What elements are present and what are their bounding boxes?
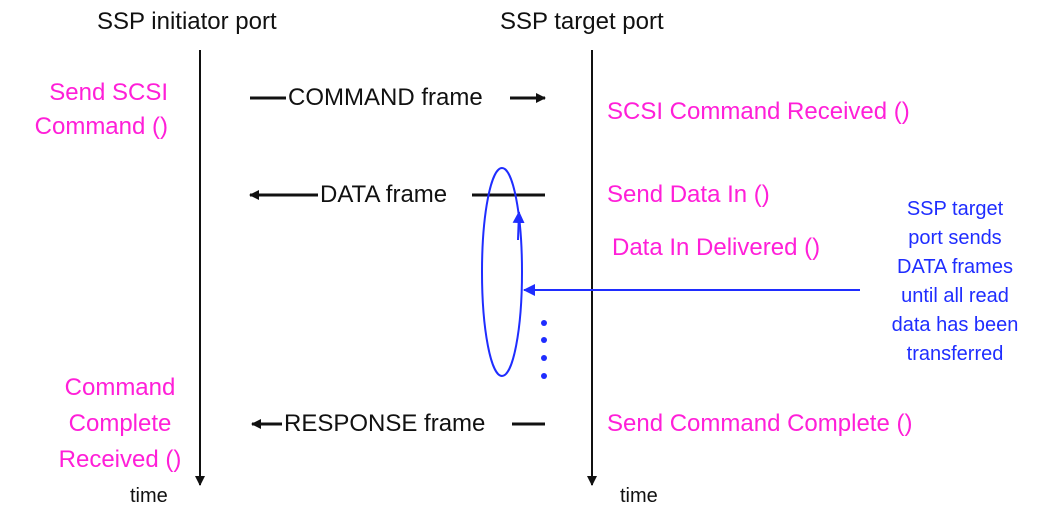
data-in-delivered-label: Data In Delivered () xyxy=(612,234,821,261)
command-frame-label: COMMAND frame xyxy=(286,84,485,111)
target-port-header: SSP target port xyxy=(500,8,664,35)
continuation-dot xyxy=(541,373,547,379)
send-command-complete-label: Send Command Complete () xyxy=(607,410,913,437)
initiator-time-label: time xyxy=(130,485,168,507)
initiator-port-header: SSP initiator port xyxy=(97,8,277,35)
continuation-dot xyxy=(541,320,547,326)
data-frame-label: DATA frame xyxy=(318,181,450,208)
scsi-command-received-label: SCSI Command Received () xyxy=(607,98,910,125)
data-loop-ellipse xyxy=(481,167,523,377)
data-loop-arrowhead xyxy=(512,211,525,241)
send-data-in-label: Send Data In () xyxy=(607,181,770,208)
continuation-dot xyxy=(541,337,547,343)
continuation-dot xyxy=(541,355,547,361)
data-loop-note: SSP target port sends DATA frames until … xyxy=(891,198,1019,365)
response-frame-label: RESPONSE frame xyxy=(282,410,488,437)
command-complete-received-label: Command Complete Received () xyxy=(58,374,182,473)
target-time-label: time xyxy=(620,485,658,507)
send-scsi-command-label: Send SCSI Command () xyxy=(34,79,168,140)
